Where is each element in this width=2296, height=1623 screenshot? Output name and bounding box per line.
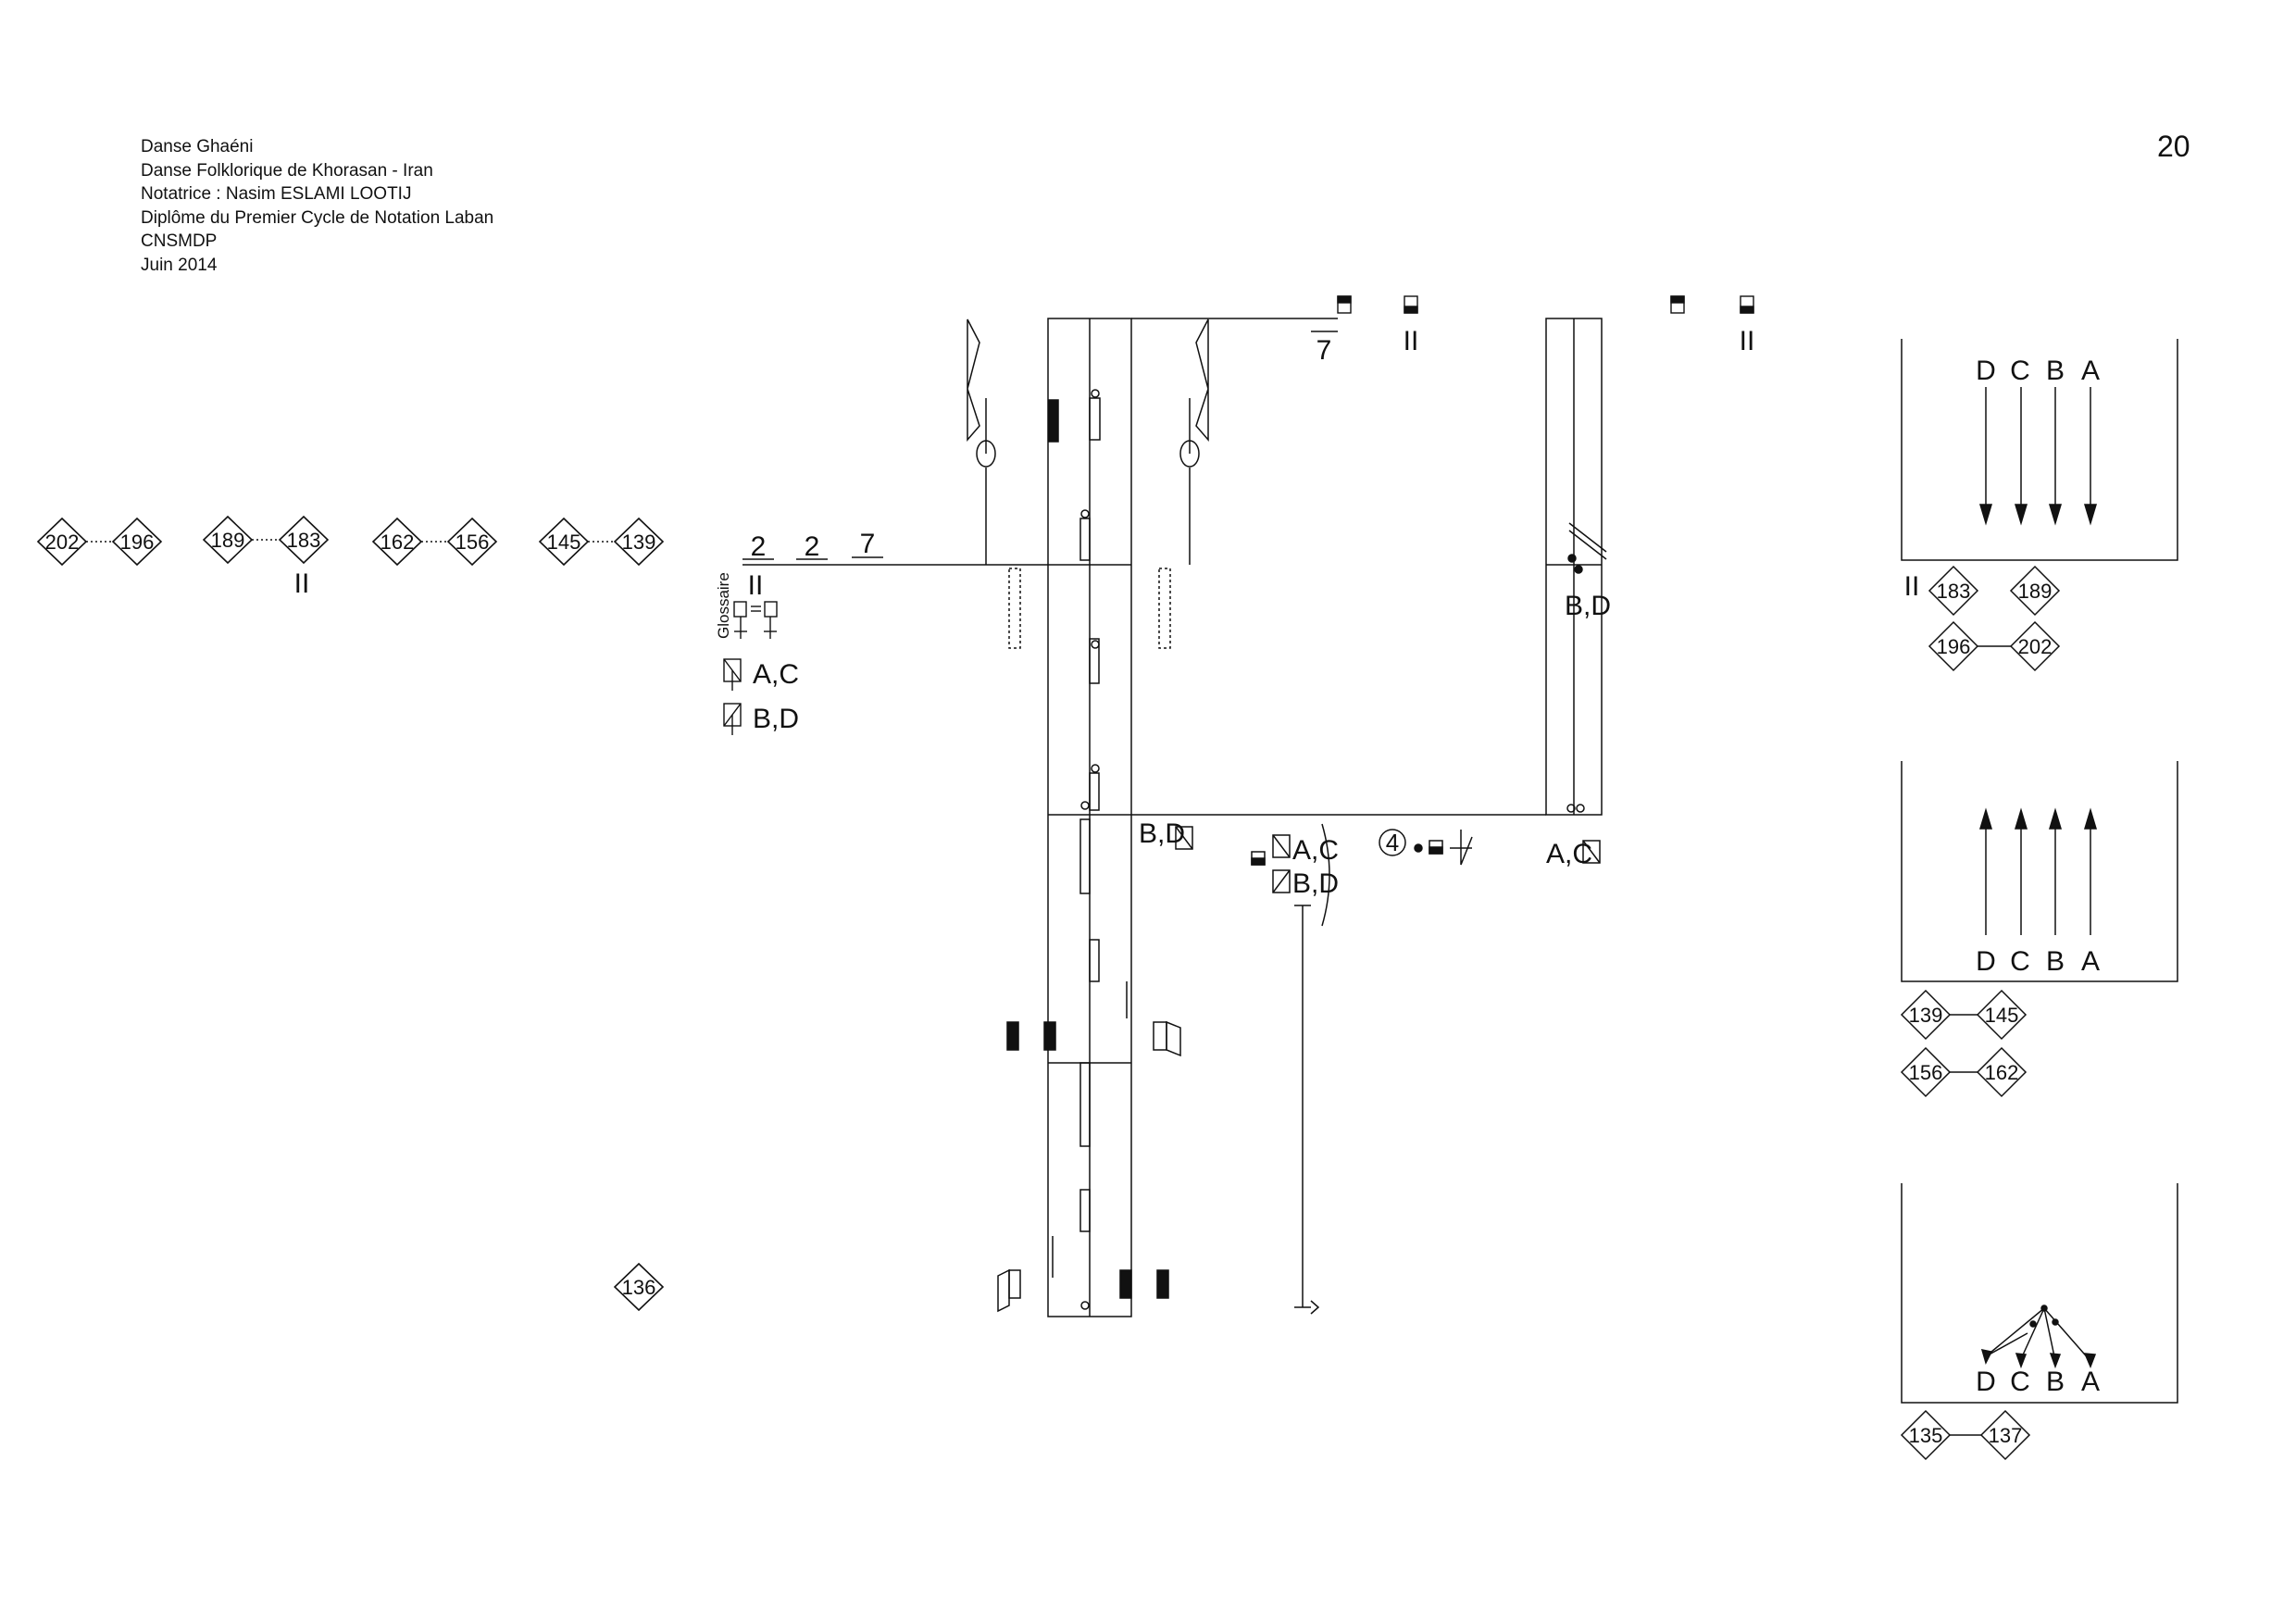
- sequence-pair-4: 145 139: [538, 517, 665, 567]
- svg-text:A: A: [2081, 356, 2100, 386]
- svg-text:A: A: [2081, 946, 2100, 977]
- svg-text:136: 136: [622, 1276, 656, 1299]
- svg-text:D: D: [1976, 1367, 1996, 1397]
- glossary-bd-symbol: [723, 703, 742, 735]
- label-ac-mid: A,C: [1292, 835, 1339, 866]
- floor-plan-3: D C B A 135 137: [1900, 1183, 2178, 1461]
- svg-text:C: C: [2010, 1367, 2030, 1397]
- diamond-label: 162: [381, 531, 415, 554]
- sequence-pair-2: 189 183: [202, 515, 330, 565]
- label-bd-left: B,D: [1139, 818, 1185, 849]
- svg-text:2: 2: [751, 531, 767, 562]
- svg-text:C: C: [2010, 356, 2030, 386]
- sequence-repeat-mark: II: [294, 568, 310, 599]
- svg-text:A: A: [2081, 1367, 2100, 1397]
- svg-text:189: 189: [2018, 580, 2053, 603]
- svg-text:B: B: [2046, 946, 2065, 977]
- top-repeat-mark-2: II: [1740, 326, 1755, 356]
- main-staff-labels: B,D A,C B,D 4 7 II II: [1139, 326, 1754, 899]
- count-marker: 4: [1386, 829, 1399, 856]
- top-number: 7: [1316, 335, 1332, 366]
- header-subtitle: Danse Folklorique de Khorasan - Iran: [141, 160, 433, 181]
- diamond-label: 139: [622, 531, 656, 554]
- svg-text:II: II: [748, 570, 764, 601]
- svg-text:196: 196: [1937, 635, 1971, 658]
- top-repeat-mark-1: II: [1404, 326, 1419, 356]
- document-header: Danse Ghaéni Danse Folklorique de Khoras…: [141, 135, 493, 277]
- svg-text:183: 183: [1937, 580, 1971, 603]
- time-signature: 2 2 7 II: [742, 529, 883, 601]
- glossary-ac-label: A,C: [753, 659, 799, 690]
- glossary: Glossaire A,C B,D: [715, 572, 799, 735]
- svg-text:162: 162: [1985, 1061, 2019, 1084]
- svg-text:D: D: [1976, 946, 1996, 977]
- diamond-label: 156: [455, 531, 490, 554]
- staff2-label-bd: B,D: [1565, 591, 1611, 621]
- sequence-pair-3: 162 156: [371, 517, 498, 567]
- svg-text:II: II: [1904, 571, 1920, 602]
- header-date: Juin 2014: [141, 255, 218, 275]
- svg-text:135: 135: [1909, 1424, 1943, 1447]
- svg-text:145: 145: [1985, 1004, 2019, 1027]
- header-diploma: Diplôme du Premier Cycle de Notation Lab…: [141, 207, 494, 228]
- header-institution: CNSMDP: [141, 231, 218, 251]
- sequence-markers: 202 196 189 183 II 162 156 145 139: [36, 515, 665, 599]
- svg-text:C: C: [2010, 946, 2030, 977]
- page-number: 20: [2157, 130, 2190, 163]
- main-staff: [742, 318, 1546, 1317]
- floor-plan-1: D C B A II 183 189 196 202: [1901, 339, 2178, 672]
- glossary-title: Glossaire: [715, 572, 732, 639]
- header-title: Danse Ghaéni: [141, 137, 254, 156]
- label-bd-mid: B,D: [1292, 868, 1339, 899]
- header-notator: Notatrice : Nasim ESLAMI LOOTIJ: [141, 184, 412, 204]
- svg-text:156: 156: [1909, 1061, 1943, 1084]
- top-symbols: [1311, 295, 1754, 332]
- glossary-ac-symbol: [723, 658, 742, 691]
- diamond-label: 145: [547, 531, 581, 554]
- diamond-label: 189: [211, 529, 245, 552]
- svg-text:2: 2: [805, 531, 820, 562]
- sequence-pair-1: 202 196: [36, 517, 163, 567]
- svg-text:202: 202: [2018, 635, 2053, 658]
- svg-text:B: B: [2046, 1367, 2065, 1397]
- start-marker: 136: [613, 1262, 665, 1312]
- floor-plan-2: D C B A 139 145 156 162: [1900, 761, 2178, 1098]
- svg-text:139: 139: [1909, 1004, 1943, 1027]
- diamond-label: 202: [45, 531, 80, 554]
- diamond-label: 196: [120, 531, 155, 554]
- svg-text:B: B: [2046, 356, 2065, 386]
- svg-text:D: D: [1976, 356, 1996, 386]
- staff2-label-ac: A,C: [1546, 839, 1592, 869]
- glossary-bd-label: B,D: [753, 704, 799, 734]
- second-staff: [1545, 318, 1607, 864]
- svg-text:7: 7: [860, 529, 876, 559]
- svg-text:137: 137: [1989, 1424, 2023, 1447]
- diamond-label: 183: [287, 529, 321, 552]
